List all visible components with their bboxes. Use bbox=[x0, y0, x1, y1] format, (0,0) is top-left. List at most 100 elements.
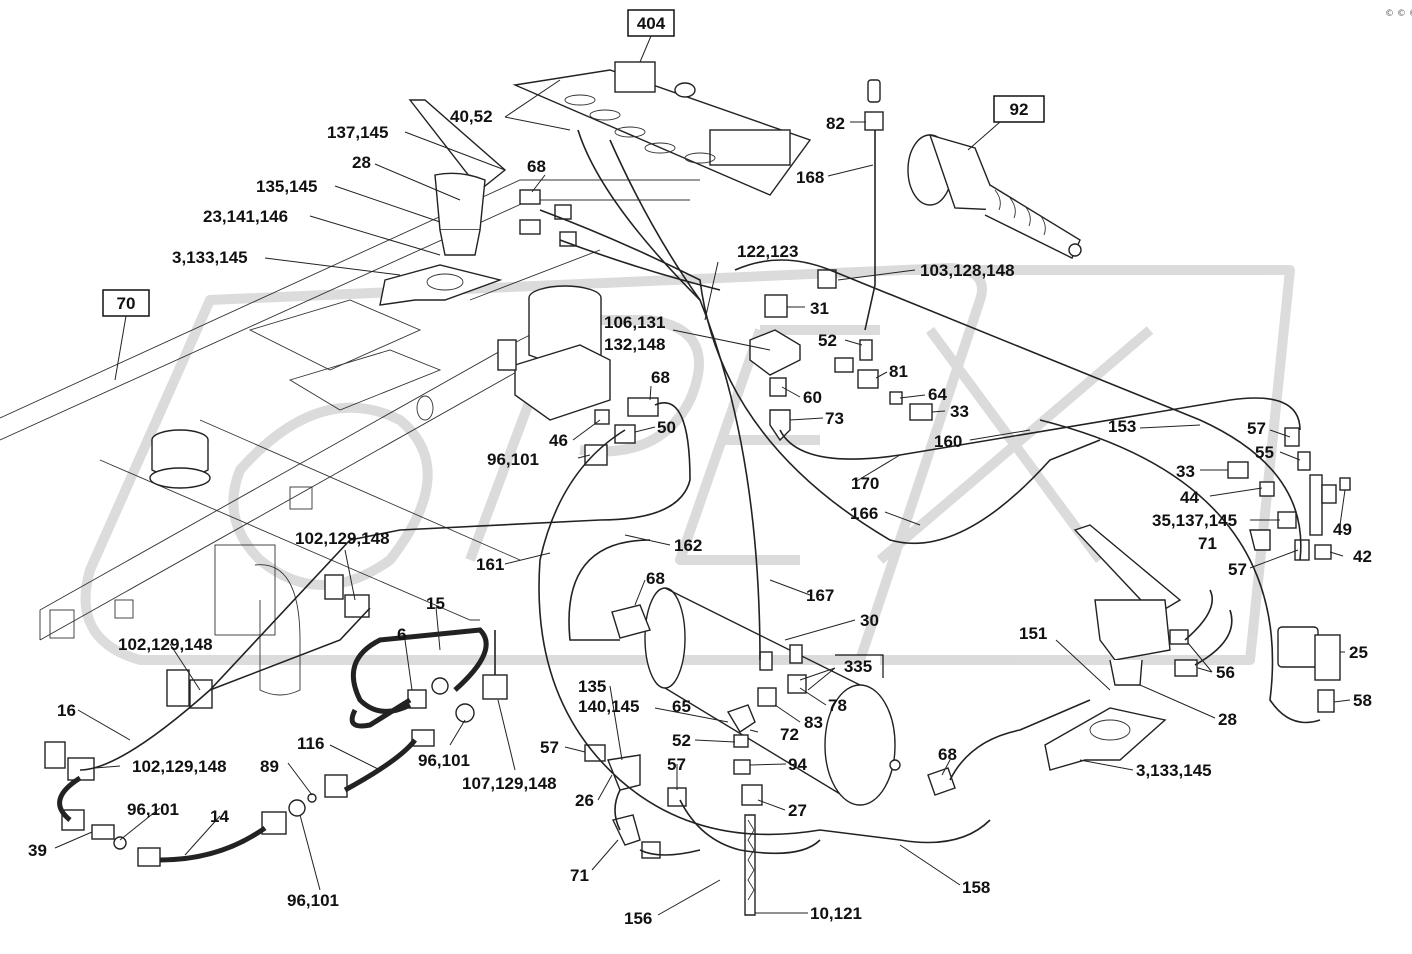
callout: 82 bbox=[826, 114, 845, 133]
callout: 28 bbox=[1218, 710, 1237, 729]
callout: 26 bbox=[575, 791, 594, 810]
callout: 151 bbox=[1019, 624, 1047, 643]
callout: 50 bbox=[657, 418, 676, 437]
boxed-label-92: 92 bbox=[993, 95, 1045, 123]
control-panel bbox=[512, 61, 812, 196]
callouts: 40,52 137,145 28 68 135,145 23,141,146 3… bbox=[28, 107, 1372, 928]
air-dryer bbox=[497, 285, 611, 421]
callout: 68 bbox=[938, 745, 957, 764]
leader-lines bbox=[54, 35, 1351, 916]
callout: 10,121 bbox=[810, 904, 862, 923]
callout: 15 bbox=[426, 594, 445, 613]
callout: 14 bbox=[210, 807, 229, 826]
brake-pedal-valve-left bbox=[379, 99, 507, 306]
callout: 137,145 bbox=[327, 123, 388, 142]
callout: 156 bbox=[624, 909, 652, 928]
callout: 68 bbox=[646, 569, 665, 588]
callout: 30 bbox=[860, 611, 879, 630]
callout: 94 bbox=[788, 755, 807, 774]
callout: 31 bbox=[810, 299, 829, 318]
callout: 56 bbox=[1216, 663, 1235, 682]
callout: 116 bbox=[297, 734, 324, 753]
callout: 33 bbox=[1176, 462, 1195, 481]
callout: 122,123 bbox=[737, 242, 798, 261]
svg-text:404: 404 bbox=[637, 14, 666, 33]
svg-text:92: 92 bbox=[1010, 100, 1029, 119]
callout: 46 bbox=[549, 431, 568, 450]
callout: 166 bbox=[850, 504, 878, 523]
callout: 89 bbox=[260, 757, 279, 776]
callout: 68 bbox=[651, 368, 670, 387]
callout: 44 bbox=[1180, 488, 1199, 507]
callout: 132,148 bbox=[604, 335, 665, 354]
callout: 96,101 bbox=[418, 751, 470, 770]
callout: 60 bbox=[803, 388, 822, 407]
callout: 71 bbox=[570, 866, 589, 885]
callout: 135,145 bbox=[256, 177, 317, 196]
svg-text:335: 335 bbox=[844, 657, 872, 676]
callout: 57 bbox=[667, 755, 686, 774]
callout: 27 bbox=[788, 801, 807, 820]
callout: 52 bbox=[818, 331, 837, 350]
pressure-switch bbox=[1277, 626, 1341, 713]
callout: 170 bbox=[851, 474, 879, 493]
chassis-frame bbox=[0, 179, 700, 696]
callout: 96,101 bbox=[127, 800, 179, 819]
callout: 167 bbox=[806, 586, 834, 605]
callout: 102,129,148 bbox=[118, 635, 213, 654]
callout: 3,133,145 bbox=[172, 248, 248, 267]
callout: 57 bbox=[540, 738, 559, 757]
callout: 140,145 bbox=[578, 697, 639, 716]
callout: 168 bbox=[796, 168, 824, 187]
callout: 107,129,148 bbox=[462, 774, 557, 793]
callout: 57 bbox=[1247, 419, 1266, 438]
air-lines bbox=[57, 129, 1321, 863]
brake-chamber bbox=[907, 133, 1082, 259]
callout: 106,131 bbox=[604, 313, 665, 332]
junction-bar bbox=[1309, 474, 1351, 536]
callout: 83 bbox=[804, 713, 823, 732]
callout: 103,128,148 bbox=[920, 261, 1015, 280]
callout: 28 bbox=[352, 153, 371, 172]
callout: 39 bbox=[28, 841, 47, 860]
callout: 57 bbox=[1228, 560, 1247, 579]
callout: 25 bbox=[1349, 643, 1368, 662]
callout: 35,137,145 bbox=[1152, 511, 1237, 530]
callout: 73 bbox=[825, 409, 844, 428]
callout: 153 bbox=[1108, 417, 1136, 436]
callout: 55 bbox=[1255, 443, 1274, 462]
callout: 78 bbox=[828, 696, 847, 715]
callout: 135 bbox=[578, 677, 606, 696]
callout: 102,129,148 bbox=[295, 529, 390, 548]
callout: 64 bbox=[928, 385, 947, 404]
callout: 49 bbox=[1333, 520, 1352, 539]
chain bbox=[747, 819, 755, 901]
callout: 58 bbox=[1353, 691, 1372, 710]
callout: 16 bbox=[57, 701, 76, 720]
air-tank bbox=[644, 587, 901, 806]
corner-mark: © © © bbox=[1385, 9, 1412, 19]
callout: 102,129,148 bbox=[132, 757, 227, 776]
callout: 81 bbox=[889, 362, 908, 381]
brake-pedal-valve-right bbox=[1044, 524, 1182, 771]
callout: 161 bbox=[476, 555, 504, 574]
callout: 40,52 bbox=[450, 107, 493, 126]
callout: 6 bbox=[397, 625, 406, 644]
callout: 68 bbox=[527, 157, 546, 176]
callout: 3,133,145 bbox=[1136, 761, 1212, 780]
callout: 158 bbox=[962, 878, 990, 897]
svg-text:70: 70 bbox=[117, 294, 136, 313]
callout: 42 bbox=[1353, 547, 1372, 566]
callout: 160 bbox=[934, 432, 962, 451]
callout: 65 bbox=[672, 697, 691, 716]
boxed-label-404: 404 bbox=[627, 9, 675, 37]
callout: 72 bbox=[780, 725, 799, 744]
callout: 23,141,146 bbox=[203, 207, 288, 226]
callout: 162 bbox=[674, 536, 702, 555]
filler-cap bbox=[149, 429, 211, 489]
boxed-label-70: 70 bbox=[102, 289, 150, 317]
callout: 71 bbox=[1198, 534, 1217, 553]
callout: 96,101 bbox=[287, 891, 339, 910]
boxed-label-335: 335 bbox=[835, 654, 884, 678]
